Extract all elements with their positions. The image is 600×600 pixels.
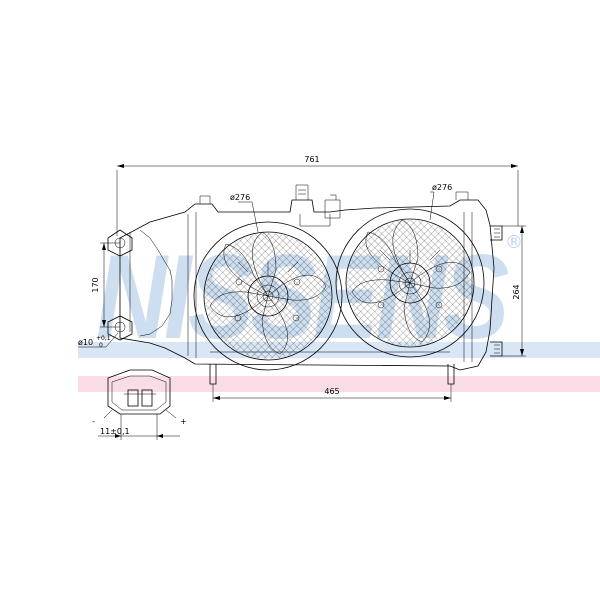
dimension-height-right: 264: [502, 225, 526, 357]
dimension-fan-right-diameter: ø276: [429, 183, 452, 221]
right-mount-tabs: [490, 225, 503, 357]
connector-width-label: 11±0,1: [100, 427, 130, 436]
dimension-overall-width-label: 761: [304, 155, 319, 164]
hole-diameter-label: ø10: [78, 338, 93, 347]
fan-right-blades: [351, 219, 471, 343]
dimension-mount-spacing: 170: [91, 242, 120, 328]
watermark-registered: ®: [505, 232, 523, 253]
hole-tolerance-upper: +0,1: [96, 335, 111, 342]
connector-negative-label: -: [92, 417, 95, 426]
fan-left: [193, 221, 343, 371]
watermark-bands: [78, 342, 600, 392]
fan-left-blades: [209, 231, 327, 355]
height-right-label: 264: [512, 284, 521, 299]
fan-right-diameter-label: ø276: [432, 183, 452, 192]
bottom-spacing-label: 465: [324, 387, 339, 396]
dimension-overall-width: 761: [116, 155, 519, 236]
watermark-band-red: [78, 376, 600, 392]
fan-right: [335, 208, 485, 358]
fan-left-diameter-label: ø276: [230, 193, 250, 202]
hole-tolerance-lower: 0: [99, 342, 103, 349]
mount-spacing-label: 170: [91, 277, 100, 292]
dimension-fan-left-diameter: ø276: [230, 193, 259, 233]
connector-detail: - + 11±0,1: [92, 369, 187, 440]
connector-positive-label: +: [180, 417, 187, 426]
dimension-hole-diameter: ø10 +0,1 0: [78, 332, 119, 349]
dimension-bottom-spacing: 465: [212, 384, 452, 402]
watermark-band-blue: [78, 342, 600, 358]
